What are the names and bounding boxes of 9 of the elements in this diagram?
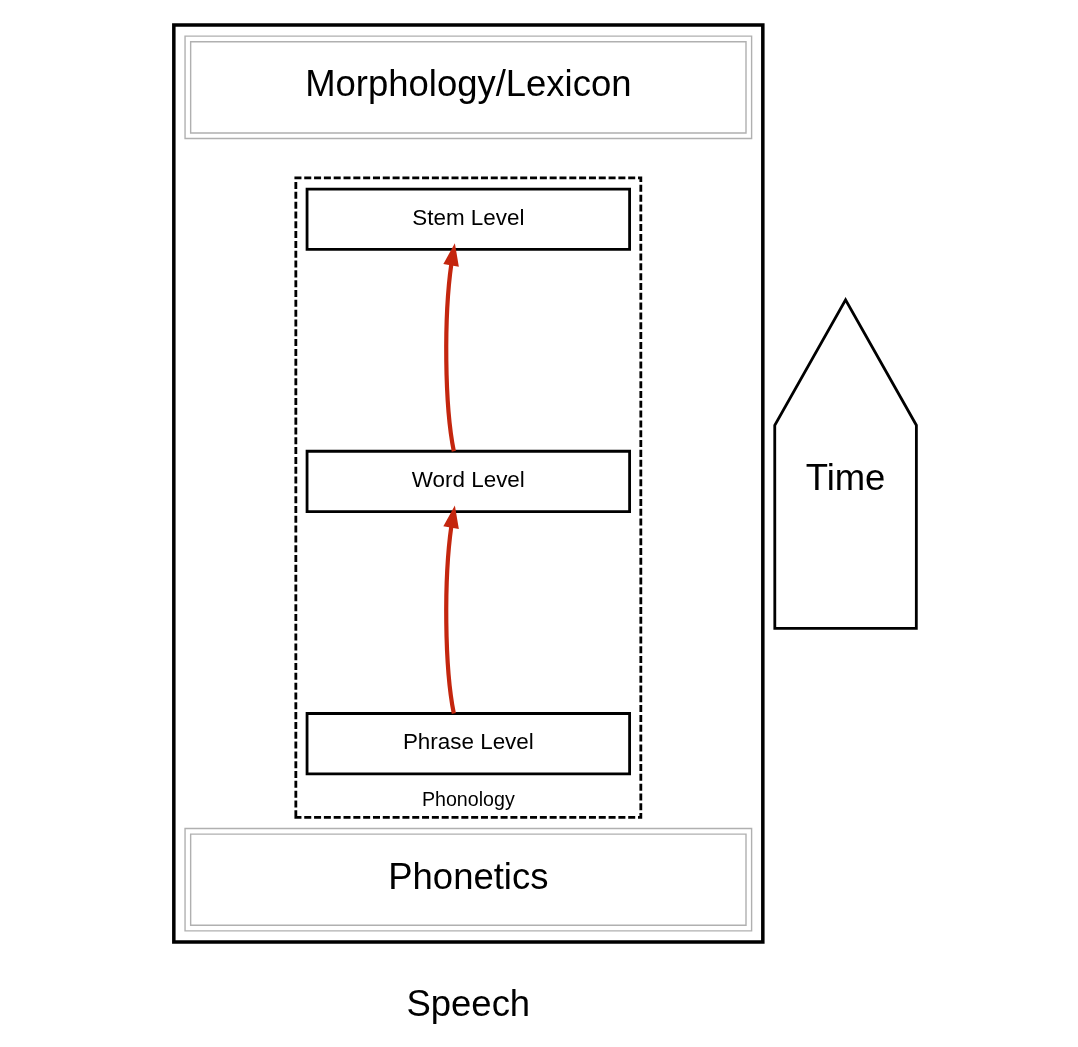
cluster	[171, 23, 765, 944]
node-box: Phrase Level	[305, 712, 631, 776]
arrow	[442, 505, 459, 714]
node-box: Morphology/Lexicon	[183, 35, 752, 140]
arrow	[442, 243, 459, 452]
node-box: Word Level	[305, 449, 631, 513]
node-box: Stem Level	[305, 187, 631, 251]
node-box: Phonetics	[183, 827, 752, 932]
label: Speech	[406, 983, 530, 1025]
